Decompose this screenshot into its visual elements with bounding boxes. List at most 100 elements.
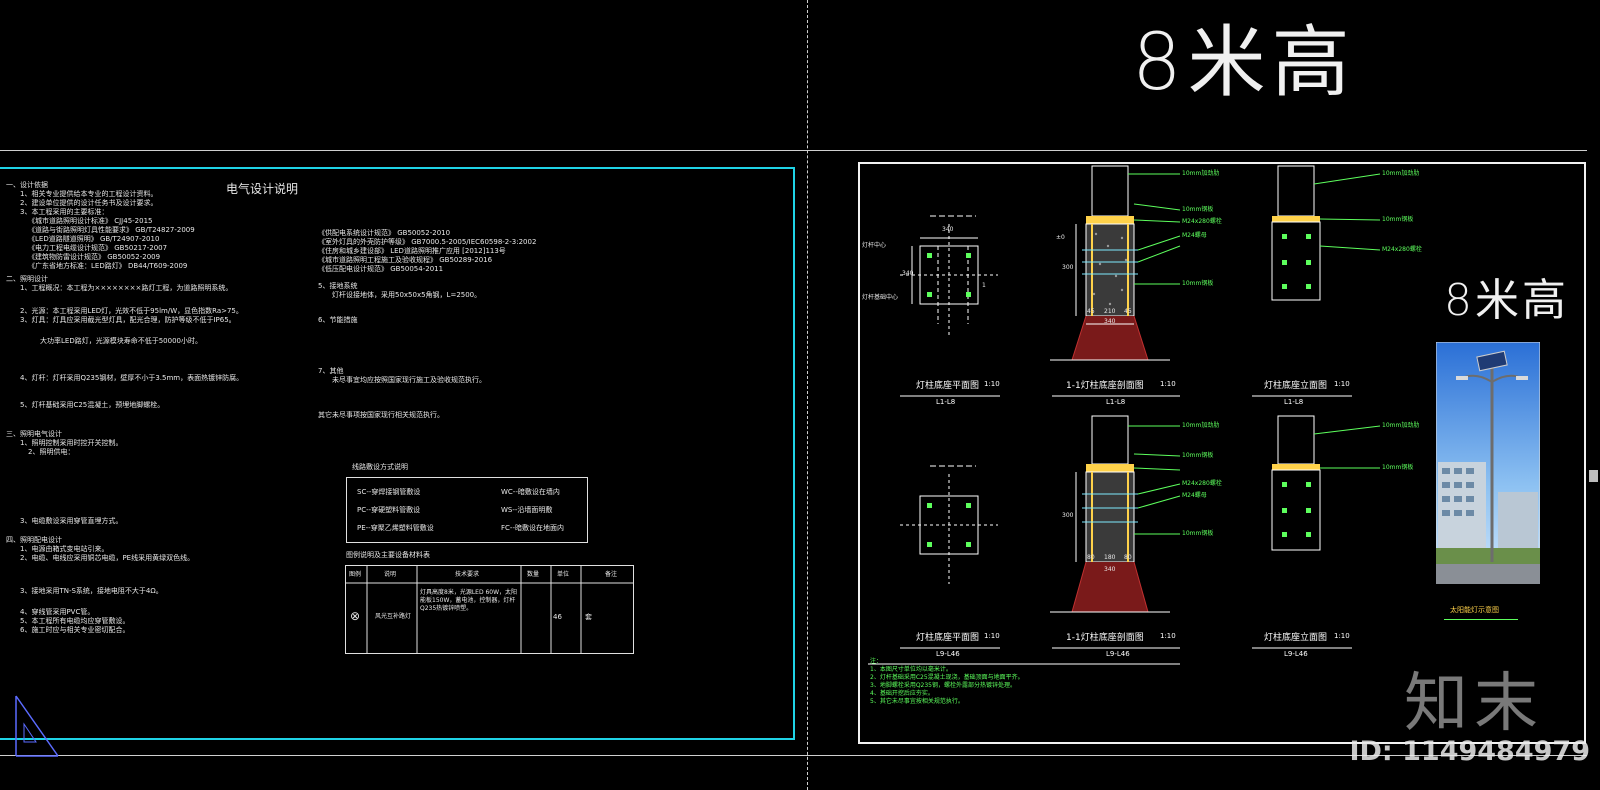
dim-section-c: 80 [1124, 554, 1132, 561]
note-line: 注： [870, 658, 883, 665]
label-stiffener: 10mm加劲肋 [1182, 170, 1220, 177]
sheet-boundary-bottom [0, 755, 1587, 756]
sheet-boundary-right [807, 150, 1587, 151]
equipment-table-grid [345, 565, 634, 654]
note-line: 《供配电系统设计规范》 GB50052-2010 [318, 229, 451, 237]
luminaire-symbol-icon: ⊗ [350, 609, 361, 623]
note-line: 4、穿线管采用PVC管。 [20, 608, 95, 616]
drawing-caption: 灯柱底座立面图 [1264, 381, 1328, 391]
drawing-caption: 1-1灯柱底座剖面图 [1066, 381, 1144, 391]
notes-column-left: 一、设计依据 1、相关专业提供给本专业的工程设计资料。 2、建设单位提供的设计任… [6, 181, 243, 635]
section-mark: 1 [982, 282, 986, 289]
note-line: 《LED道路隧道照明》 GB/T24907-2010 [28, 235, 160, 243]
plan-label-a: 灯杆中心 [862, 242, 887, 249]
drawing-code: L1-L8 [1106, 398, 1126, 406]
note-line: 二、照明设计 [6, 275, 48, 283]
note-line: 1、工程概况：本工程为××××××××路灯工程，为道路照明系统。 [20, 284, 233, 292]
table-header-cell: 说明 [384, 571, 397, 578]
section-view-2 [1050, 415, 1170, 613]
label-bolt: M24x280螺栓 [1182, 480, 1222, 487]
note-line: 7、其他 [318, 367, 344, 375]
dim-section-c: 45 [1124, 308, 1132, 315]
dim-section-a: 45 [1087, 308, 1095, 315]
notes-column-mid: 《供配电系统设计规范》 GB50052-2010 《室外灯具的外壳防护等级》 G… [318, 229, 536, 420]
note-line: 未尽事宜均应按照国家现行施工及验收规范执行。 [332, 376, 486, 384]
section-view-1 [1050, 165, 1170, 361]
watermark-id: ID: 1149484979 [1349, 736, 1590, 767]
electrical-notes-sheet: 电气设计说明 一、设计依据 1、相关专业提供给本专业的工程设计资料。 2、建设单… [0, 167, 795, 740]
plan-label-b: 灯杆基础中心 [862, 294, 899, 301]
note-line: 《低压配电设计规范》 GB50054-2011 [318, 265, 444, 273]
table-header-cell: 单位 [557, 571, 570, 578]
elevation-view-2 [1271, 415, 1381, 551]
note-line: 三、照明电气设计 [6, 430, 62, 438]
note-line: 2、建设单位提供的设计任务书及设计要求。 [20, 199, 158, 207]
note-line: 5、本工程所有电缆均应穿管敷设。 [20, 617, 130, 625]
drawing-scale: 1:10 [1160, 380, 1176, 388]
scrollbar-thumb[interactable] [1589, 470, 1598, 482]
label-gap: 10mm钢板 [1182, 280, 1214, 287]
dim-section-total: 340 [1104, 318, 1116, 325]
table-header-cell: 图例 [349, 571, 362, 578]
bottom-notes: 注： 1、本图尺寸单位均以毫米计。 2、灯杆基础采用C25混凝土现浇，基础顶面与… [870, 658, 1024, 706]
dim-section-height: 300 [1062, 264, 1074, 271]
note-line: 2、照明供电： [28, 448, 75, 456]
note-line: 《城市道路照明设计标准》 CJJ45-2015 [28, 217, 153, 225]
label-plate: 10mm钢板 [1382, 464, 1414, 471]
drawing-caption: 灯柱底座平面图 [916, 633, 980, 643]
note-line: 灯杆设接地体，采用50x50x5角钢，L=2500。 [332, 291, 482, 299]
plan-view-1 [900, 215, 998, 336]
note-line: 4、基础开挖后应夯实。 [870, 690, 934, 697]
legend-title: 线路敷设方式说明 [352, 463, 408, 471]
table-cell: 套 [585, 613, 592, 621]
legend-item: SC--穿焊接钢管敷设 [357, 488, 421, 496]
note-line: 其它未尽事项按国家现行相关规范执行。 [318, 411, 444, 419]
photo-caption-underline [1444, 619, 1518, 620]
label-nut: M24螺母 [1182, 232, 1207, 239]
note-line: 《建筑物防雷设计规范》 GB50052-2009 [28, 253, 161, 261]
label-bolt: M24x280螺栓 [1382, 246, 1422, 253]
note-line: 《城市道路照明工程施工及验收规程》 GB50289-2016 [318, 256, 493, 264]
note-line: 大功率LED路灯，光源模块寿命不低于50000小时。 [40, 337, 202, 345]
sheet-boundary-left [0, 150, 807, 151]
dim-section-b: 180 [1104, 554, 1116, 561]
watermark-logo: 知末 [1404, 667, 1544, 741]
dim-section-a: 80 [1087, 554, 1095, 561]
note-line: 四、照明配电设计 [6, 536, 62, 544]
note-line: 3、本工程采用的主要标准： [20, 208, 109, 216]
legend-item: WS--沿墙面明敷 [501, 506, 553, 514]
label-stiffener: 10mm加劲肋 [1382, 170, 1420, 177]
label-plate: 10mm钢板 [1382, 216, 1414, 223]
table-cell: 灯具高度8米，光源LED 60W，太阳能板150W，蓄电池，控制器，灯杆Q235… [420, 589, 518, 612]
note-line: 3、接地采用TN-S系统，接地电阻不大于4Ω。 [20, 587, 163, 595]
dim-plan-top: 340 [942, 226, 954, 233]
note-line: 1、电源由箱式变电站引来。 [20, 545, 109, 553]
note-line: 5、其它未尽事宜按相关规范执行。 [870, 698, 964, 705]
note-line: 《室外灯具的外壳防护等级》 GB7000.5-2005/IEC60598-2-3… [318, 238, 537, 246]
label-gap: 10mm钢板 [1182, 530, 1214, 537]
dim-section-total: 340 [1104, 566, 1116, 573]
drawing-scale: 1:10 [1334, 632, 1350, 640]
note-line: 《广东省地方标准：LED路灯》 DB44/T609-2009 [28, 262, 188, 270]
note-line: 6、施工时应与相关专业密切配合。 [20, 626, 130, 634]
drawing-caption: 灯柱底座立面图 [1264, 633, 1328, 643]
label-nut: M24螺母 [1182, 492, 1207, 499]
dim-plan-side: 340 [902, 270, 914, 277]
legend-item: PC--穿硬塑料管敷设 [357, 506, 421, 514]
header-big-title: 8米高 [1132, 18, 1356, 108]
drawing-code: L9-L46 [1106, 650, 1130, 658]
side-big-title: 8米高 [1444, 275, 1569, 326]
note-line: 1、相关专业提供给本专业的工程设计资料。 [20, 190, 158, 198]
label-plate: 10mm钢板 [1182, 206, 1214, 213]
legend-box: SC--穿焊接钢管敷设 PC--穿硬塑料管敷设 PE--穿聚乙烯塑料管敷设 WC… [346, 477, 588, 543]
elevation-view-1 [1271, 165, 1381, 301]
ucs-icon [15, 695, 59, 757]
note-line: 1、本图尺寸单位均以毫米计。 [870, 666, 952, 673]
table-cell: 46 [553, 613, 562, 621]
note-line: 6、节能措施 [318, 316, 358, 324]
note-line: 1、照明控制采用时控开关控制。 [20, 439, 123, 447]
table-header-cell: 技术要求 [455, 571, 480, 578]
drawing-scale: 1:10 [984, 632, 1000, 640]
drawing-caption: 1-1灯柱底座剖面图 [1066, 633, 1144, 643]
legend-item: PE--穿聚乙烯塑料管敷设 [357, 524, 434, 532]
